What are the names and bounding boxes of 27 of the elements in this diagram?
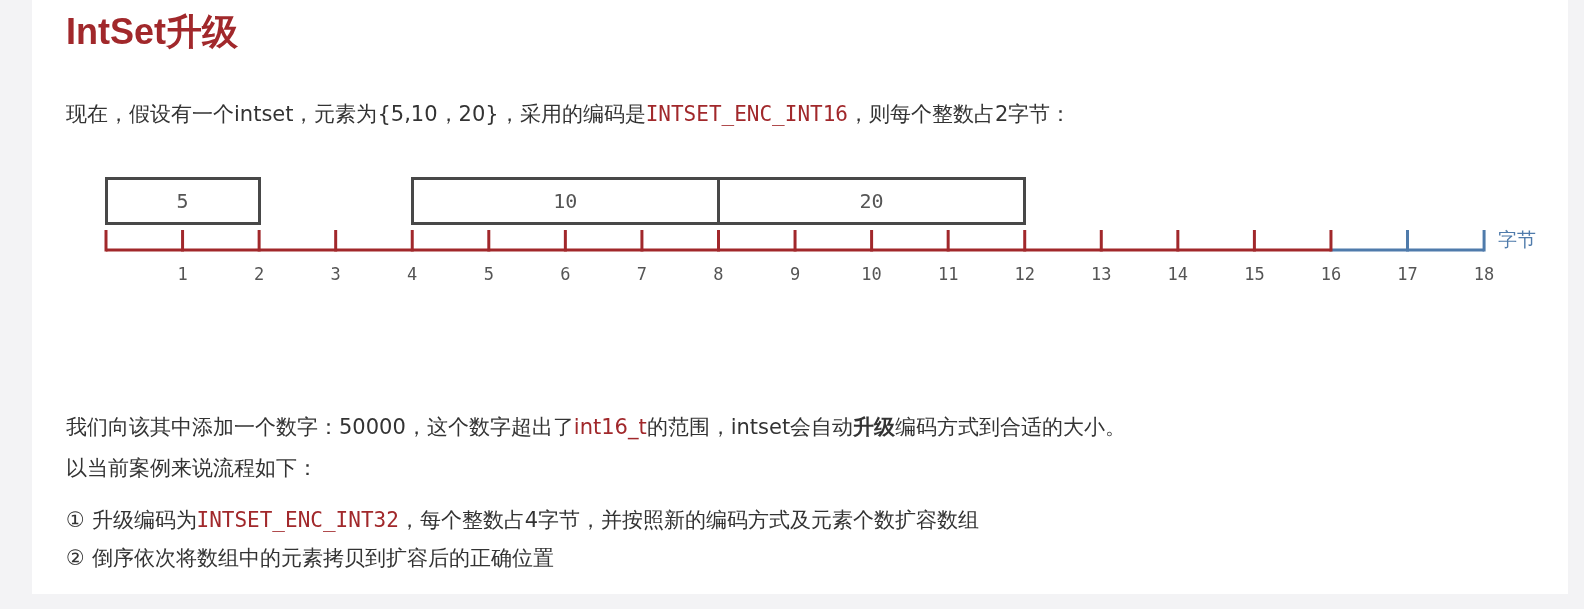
tick-label: 1 [177,264,188,284]
tick-label: 3 [330,264,341,284]
tick-label: 7 [636,264,648,284]
tick-label: 11 [937,264,959,284]
value-box: 5 [104,177,261,225]
tick-label: 10 [861,264,882,284]
tick-label: 13 [1091,264,1112,284]
tick-label: 15 [1244,264,1265,284]
axis-unit: 字节 [1498,227,1537,252]
paragraph: 我们向该其中添加一个数字：50000，这个数字超出了int16_t的范围，intset会自动升级编码方式到合适的大小。 [66,414,1127,442]
tick-label: 9 [789,264,801,284]
tick-label: 12 [1014,264,1035,284]
tick-label: 16 [1320,264,1342,284]
list-item: ① 升级编码为INTSET_ENC_INT32，每个整数占4字节，并按照新的编码方式及元素个数扩容数组 [66,507,980,534]
tick-label: 17 [1397,264,1418,284]
tick-label: 2 [254,264,265,284]
tick-label: 18 [1473,264,1495,284]
tick-label: 6 [560,264,571,284]
tick-label: 14 [1167,264,1189,284]
paragraph: 以当前案例来说流程如下： [66,455,318,482]
title: IntSet升级 [66,10,238,54]
paragraph: 现在，假设有一个intset，元素为{5,10，20}，采用的编码是INTSET_ENC_INT16，则每个整数占2字节： [66,101,1072,128]
tick-label: 8 [713,264,724,284]
tick-label: 5 [483,264,494,284]
list-item: ② 倒序依次将数组中的元素拷贝到扩容后的正确位置 [66,545,554,572]
value-box: 10 [410,177,720,225]
tick-label: 4 [407,264,418,284]
